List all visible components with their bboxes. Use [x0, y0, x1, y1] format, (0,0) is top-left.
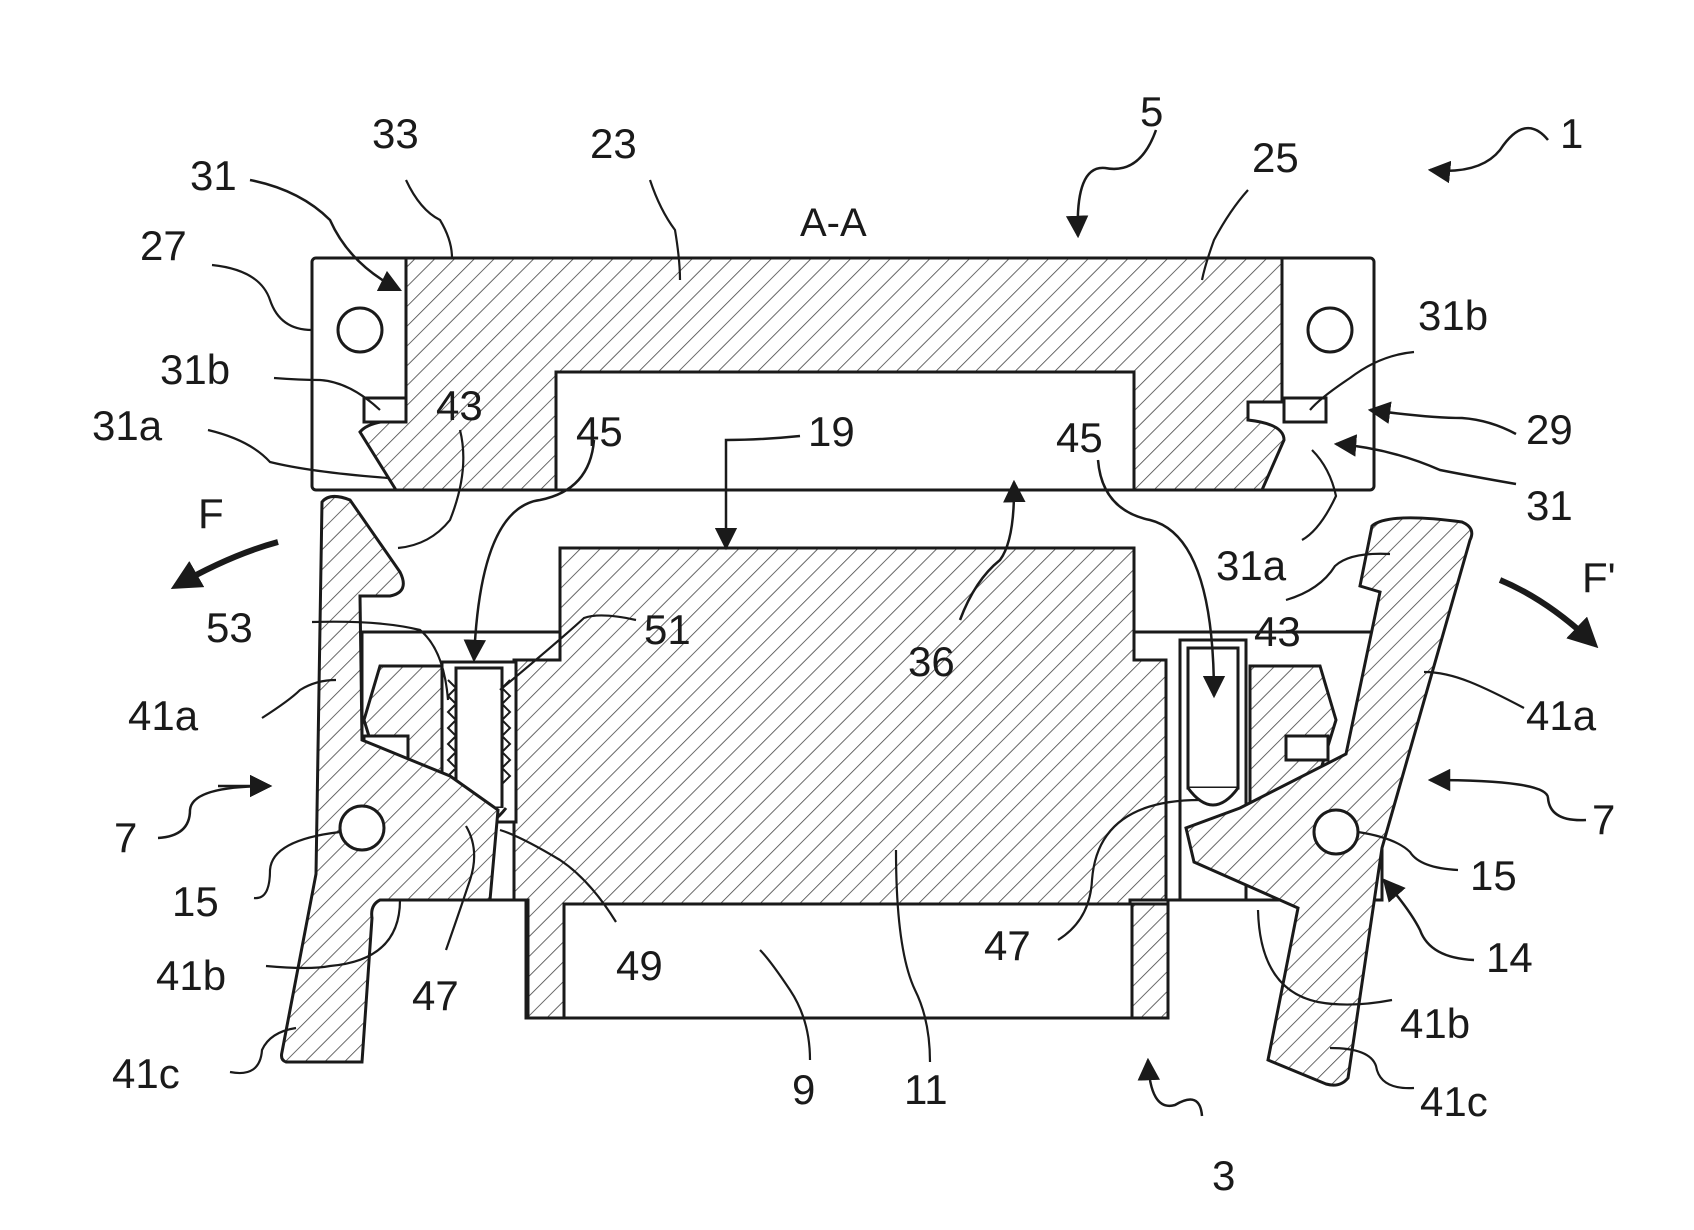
pivot-pin-left — [340, 806, 384, 850]
label-49: 49 — [616, 942, 663, 989]
label-31a-left: 31a — [92, 402, 163, 449]
pivot-pin-right — [1314, 810, 1358, 854]
label-45-right: 45 — [1056, 414, 1103, 461]
label-9: 9 — [792, 1066, 815, 1113]
label-29: 29 — [1526, 406, 1573, 453]
force-arrow-right — [1500, 580, 1594, 644]
label-45-left: 45 — [576, 408, 623, 455]
label-3: 3 — [1212, 1152, 1235, 1199]
label-36: 36 — [908, 638, 955, 685]
leader-29 — [1370, 410, 1516, 434]
label-31b-left: 31b — [160, 346, 230, 393]
label-27: 27 — [140, 222, 187, 269]
label-1: 1 — [1560, 110, 1583, 157]
label-51: 51 — [644, 606, 691, 653]
label-41c-left: 41c — [112, 1050, 180, 1097]
leader-7-left — [158, 786, 270, 838]
lower-body — [362, 548, 1382, 1018]
label-33: 33 — [372, 110, 419, 157]
label-41a-right: 41a — [1526, 692, 1597, 739]
leader-41a-right — [1424, 672, 1524, 708]
label-41b-left: 41b — [156, 952, 226, 999]
label-5: 5 — [1140, 88, 1163, 135]
leader-1 — [1430, 128, 1548, 171]
label-31-right: 31 — [1526, 482, 1573, 529]
label-41a-left: 41a — [128, 692, 199, 739]
guide-notch-right — [1286, 736, 1328, 760]
label-F-left: F — [198, 490, 224, 537]
leader-14 — [1384, 880, 1474, 960]
label-14: 14 — [1486, 934, 1533, 981]
section-title: A-A — [800, 201, 867, 245]
label-43-left: 43 — [436, 382, 483, 429]
label-23: 23 — [590, 120, 637, 167]
leader-33 — [406, 180, 452, 258]
label-31b-right: 31b — [1418, 292, 1488, 339]
label-11: 11 — [904, 1066, 948, 1113]
label-47-right: 47 — [984, 922, 1031, 969]
force-arrow-left — [176, 542, 278, 586]
label-25: 25 — [1252, 134, 1299, 181]
label-41b-right: 41b — [1400, 1000, 1470, 1047]
label-53: 53 — [206, 604, 253, 651]
label-15-left: 15 — [172, 878, 219, 925]
label-31a-right: 31a — [1216, 542, 1287, 589]
frame-hole-right — [1308, 308, 1352, 352]
label-F-right: F' — [1582, 554, 1616, 601]
label-19: 19 — [808, 408, 855, 455]
label-31-left: 31 — [190, 152, 237, 199]
label-15-right: 15 — [1470, 852, 1517, 899]
label-7-left: 7 — [114, 814, 137, 861]
leader-5 — [1078, 130, 1156, 236]
frame-hole-left — [338, 308, 382, 352]
leader-3 — [1148, 1060, 1202, 1116]
label-43-right: 43 — [1254, 608, 1301, 655]
leader-27 — [212, 265, 312, 330]
label-7-right: 7 — [1592, 796, 1615, 843]
upper-frame — [312, 258, 1374, 490]
label-47-left: 47 — [412, 972, 459, 1019]
leader-7-right — [1430, 780, 1586, 820]
label-41c-right: 41c — [1420, 1078, 1488, 1125]
